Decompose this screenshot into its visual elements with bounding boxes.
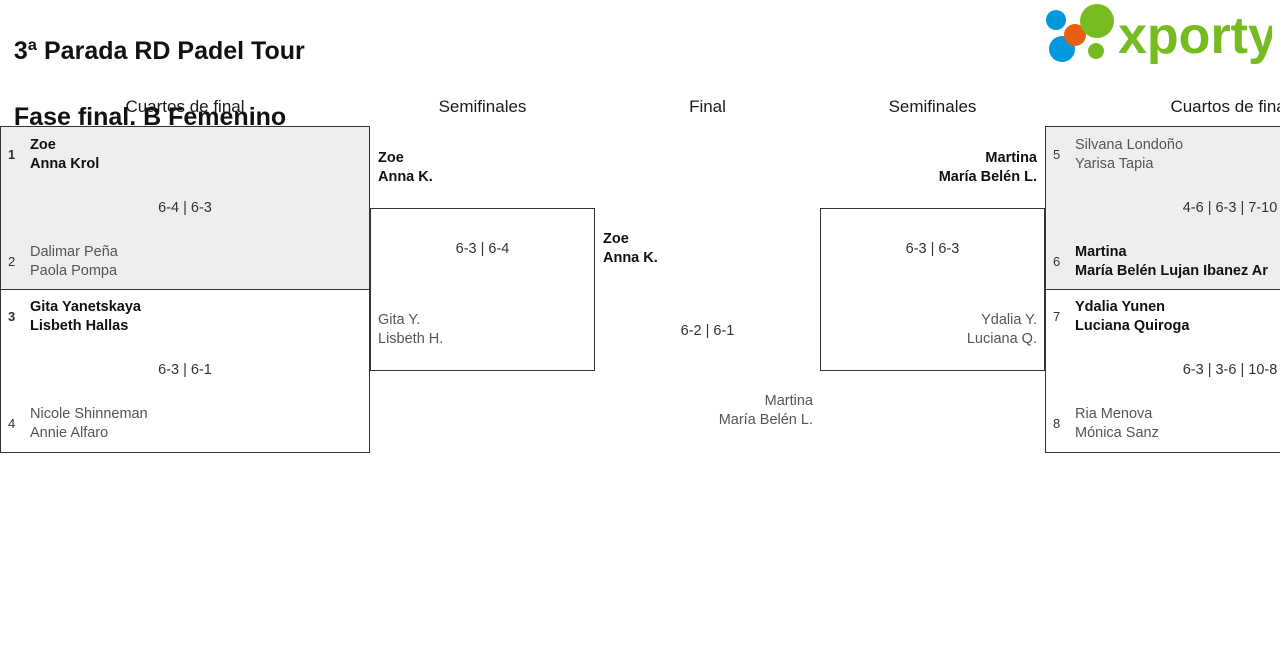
svg-text:xporty: xporty: [1118, 7, 1272, 65]
team-qf-right-1-top[interactable]: 5 Silvana Londoño Yarisa Tapia: [1053, 136, 1183, 174]
seed-number: 4: [8, 416, 16, 431]
player-name: Gita Y.: [378, 312, 421, 328]
match-box-sf-right[interactable]: [820, 208, 1045, 371]
score-qf-right-1: 4-6 | 6-3 | 7-10: [1182, 200, 1278, 216]
player-name: Nicole Shinneman: [30, 406, 148, 422]
player-name: Martina: [1075, 244, 1127, 260]
player-name: María Belén L.: [718, 412, 813, 428]
seed-number: 1: [8, 147, 16, 162]
seed-number: 5: [1053, 147, 1061, 162]
player-name: Luciana Q.: [966, 331, 1037, 347]
team-qf-left-1-top[interactable]: 1 Zoe Anna Krol: [8, 136, 99, 174]
team-sf-right-bottom[interactable]: Ydalia Y. Luciana Q.: [820, 311, 1037, 349]
player-name: Zoe: [603, 231, 629, 247]
seed-number: 2: [8, 254, 16, 269]
player-name: Martina: [764, 393, 813, 409]
round-header-sf-right: Semifinales: [888, 97, 977, 116]
player-name: Ydalia Y.: [981, 312, 1037, 328]
team-qf-left-2-bottom[interactable]: 4 Nicole Shinneman Annie Alfaro: [8, 405, 148, 443]
team-sf-right-top[interactable]: Martina María Belén L.: [820, 149, 1037, 187]
seed-number: 6: [1053, 254, 1061, 269]
seed-number: 7: [1053, 309, 1061, 324]
player-name: Paola Pompa: [30, 263, 118, 279]
page-title-line1: 3ª Parada RD Padel Tour: [13, 37, 305, 65]
player-name: Zoe: [30, 137, 56, 153]
player-name: Annie Alfaro: [30, 425, 109, 441]
team-sf-left-bottom[interactable]: Gita Y. Lisbeth H.: [378, 311, 443, 349]
team-sf-left-top[interactable]: Zoe Anna K.: [378, 149, 433, 187]
score-qf-left-2: 6-3 | 6-1: [158, 362, 212, 378]
player-name: Anna K.: [378, 169, 433, 185]
round-header-final: Final: [689, 97, 726, 116]
player-name: Ria Menova: [1075, 406, 1153, 422]
logo-dots-icon: [1046, 4, 1114, 62]
team-qf-right-2-bottom[interactable]: 8 Ria Menova Mónica Sanz: [1053, 405, 1159, 443]
connector-final-left: [594, 208, 595, 371]
seed-number: 3: [8, 309, 16, 324]
team-qf-right-1-bottom[interactable]: 6 Martina María Belén Lujan Ibanez Ar: [1053, 243, 1268, 281]
player-name: Lisbeth Hallas: [30, 318, 129, 334]
player-name: Martina: [985, 150, 1037, 166]
match-box-qf-left-2[interactable]: [0, 289, 370, 453]
match-box-qf-left-1[interactable]: [0, 126, 370, 290]
player-name: María Belén L.: [938, 169, 1037, 185]
xporty-logo[interactable]: xporty: [1040, 4, 1272, 66]
player-name: Ydalia Yunen: [1075, 299, 1165, 315]
match-box-qf-right-1[interactable]: [1045, 126, 1280, 290]
match-box-qf-right-2[interactable]: [1045, 289, 1280, 453]
seed-number: 8: [1053, 416, 1061, 431]
team-qf-left-2-top[interactable]: 3 Gita Yanetskaya Lisbeth Hallas: [8, 298, 141, 336]
round-header-qf-right: Cuartos de final: [1170, 97, 1280, 116]
player-name: Silvana Londoño: [1075, 137, 1184, 153]
player-name: Yarisa Tapia: [1075, 156, 1154, 172]
team-final-runner-up[interactable]: Martina María Belén L.: [595, 392, 813, 430]
player-name: Lisbeth H.: [378, 331, 444, 347]
team-final-winner[interactable]: Zoe Anna K.: [603, 230, 658, 268]
team-qf-right-2-top[interactable]: 7 Ydalia Yunen Luciana Quiroga: [1053, 298, 1189, 336]
player-name: María Belén Lujan Ibanez Ar: [1075, 263, 1268, 279]
logo-wordmark: xporty: [1118, 7, 1272, 65]
score-sf-right: 6-3 | 6-3: [905, 241, 960, 257]
score-qf-left-1: 6-4 | 6-3: [158, 200, 212, 216]
round-header-qf-left: Cuartos de final: [125, 97, 245, 116]
player-name: Dalimar Peña: [30, 244, 118, 260]
team-qf-left-1-bottom[interactable]: 2 Dalimar Peña Paola Pompa: [8, 243, 118, 281]
player-name: Mónica Sanz: [1075, 425, 1159, 441]
player-name: Zoe: [378, 150, 404, 166]
round-header-sf-left: Semifinales: [438, 97, 527, 116]
player-name: Anna Krol: [30, 156, 100, 172]
player-name: Gita Yanetskaya: [30, 299, 141, 315]
player-name: Luciana Quiroga: [1075, 318, 1190, 334]
score-qf-right-2: 6-3 | 3-6 | 10-8: [1182, 362, 1278, 378]
player-name: Anna K.: [603, 250, 658, 266]
score-sf-left: 6-3 | 6-4: [455, 241, 510, 257]
score-final: 6-2 | 6-1: [680, 323, 735, 339]
